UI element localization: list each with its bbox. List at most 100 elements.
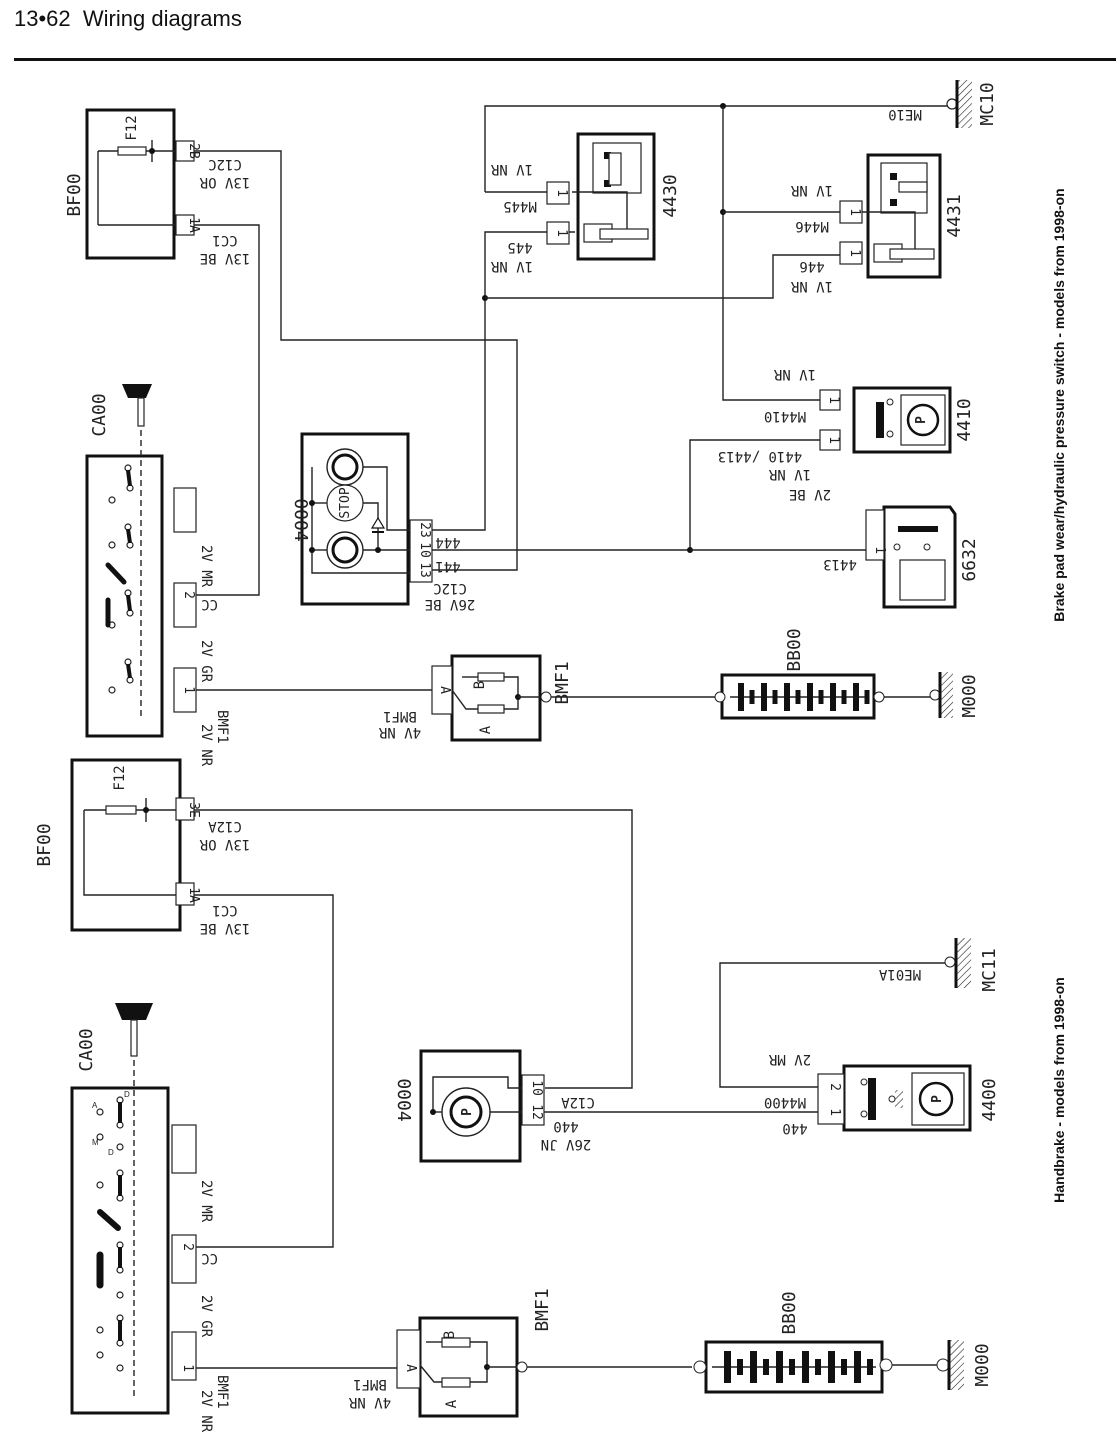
pin-label: 12 (529, 1104, 544, 1120)
battery-plate (789, 1359, 795, 1375)
battery-plate (724, 1351, 731, 1383)
wire-spec: 2V GR (198, 1295, 214, 1338)
wire-label: 444 (435, 534, 460, 550)
component-id: MC10 (977, 82, 998, 125)
component-id: M000 (959, 674, 980, 717)
component-id: BB00 (784, 628, 805, 671)
fuse-label: F12 (124, 115, 140, 140)
battery-plate (818, 690, 824, 704)
ignition-switch-ca00-top: CA00 2 1 2V MR CC 2V GR BMF1 2V NR (85, 384, 230, 767)
pad-wear-sensor-4431: 1 1 1V NR M446 446 1V NR 4431 (790, 153, 965, 294)
battery-plate (761, 683, 767, 711)
wire-label: 441 (435, 558, 460, 574)
wire-spec: 13V BE (200, 920, 251, 936)
maxifuse-bmf1-bottom: A B A BMF1 BMF1 4V NR (348, 1288, 553, 1418)
pin-label: 1 (872, 546, 887, 554)
wire-label: C12C (208, 156, 242, 172)
wire-label: C12A (208, 818, 242, 834)
wire-label: M4400 (764, 1094, 806, 1110)
battery-bb00-bottom: BB00 (693, 1291, 893, 1394)
pin-label: 10 (529, 1080, 544, 1096)
wire-spec: 13V OR (199, 174, 250, 190)
wire-spec: 13V OR (199, 836, 250, 852)
wire-label: 440 (782, 1120, 807, 1136)
wire-spec: 2V NR (198, 1390, 214, 1433)
instrument-panel-0004-bottom: P 10 12 C12A 440 26V JN 0004 (393, 1049, 595, 1163)
svg-text:P: P (930, 1095, 945, 1103)
fuse-label: A (444, 1399, 460, 1408)
wire-label: BMF1 (214, 710, 230, 744)
wire-cc1 (194, 224, 260, 596)
fuse-label: B (472, 681, 488, 689)
pin-label: 1 (847, 249, 862, 257)
pin-label: 1 (180, 1364, 195, 1372)
wire-m4410 (722, 106, 820, 401)
fuse-label: A (478, 725, 494, 734)
wire-444 (432, 231, 575, 531)
wire-446 (485, 254, 845, 299)
wire-spec: 1V NR (490, 161, 533, 177)
earth-m000-top: M000 (929, 672, 980, 718)
battery-plate (763, 1359, 769, 1375)
component-id: MC11 (979, 948, 1000, 991)
wire-spec: 1V NR (790, 182, 833, 198)
wire-spec: 2V NR (198, 724, 214, 767)
parking-brake-icon (918, 1081, 954, 1117)
pin-label: 23 (417, 522, 432, 538)
pin-label: 2 (181, 591, 196, 599)
battery-plate (867, 1359, 873, 1375)
diagram-handbrake: BF00 F12 3E 1A C12A 13V OR CC1 13V BE CA… (34, 758, 1067, 1433)
pin-label: 1 (847, 208, 862, 216)
key-icon (115, 1003, 153, 1057)
page-number: 13•62 (14, 6, 71, 31)
wire-label: ME10 (888, 106, 922, 122)
wire-label: C12A (561, 1094, 595, 1110)
pin-label: 10 (417, 542, 432, 558)
wire-spec: 26V BE (425, 596, 476, 612)
wire-label: 4410 /4413 (718, 448, 802, 464)
wire-label: BMF1 (383, 708, 417, 724)
diagram-caption: Handbrake - models from 1998-on (1051, 977, 1067, 1203)
battery-plate (776, 1351, 783, 1383)
maxifuse-bmf1-top: A B A BMF1 BMF1 4V NR (378, 654, 573, 742)
wire-spec: 1V NR (490, 258, 533, 274)
wire-spec: 1V NR (773, 366, 816, 382)
wire-spec: 4V NR (348, 1394, 391, 1410)
wire-label: 446 (799, 258, 824, 274)
wire-label: 440 (553, 1118, 578, 1134)
component-id: BF00 (34, 823, 55, 866)
battery-plate (853, 683, 859, 711)
wire-label: CC1 (212, 232, 237, 248)
position-label: A (92, 1101, 98, 1110)
wire-spec: 2V BE (789, 486, 831, 502)
battery-cells-icon (738, 683, 870, 711)
ignition-switch-ca00-bottom: CA00 A D M D 2 1 2V MR CC 2V GR (70, 1003, 230, 1433)
ground-icon (957, 938, 971, 988)
connector-pin-2 (173, 582, 197, 628)
wire-spec: 2V MR (198, 545, 214, 588)
page-title: Wiring diagrams (82, 6, 242, 31)
wire-label: C12C (433, 580, 467, 596)
fusebox-bf00-top: BF00 F12 2B 1A C12C 13V OR CC1 13V BE (64, 108, 250, 266)
svg-text:P: P (914, 416, 929, 424)
wire-label: 445 (507, 239, 532, 255)
wire-label: M4410 (764, 408, 806, 424)
pin-label: 1A (186, 887, 201, 903)
component-id: 0004 (290, 498, 311, 541)
battery-plate (737, 1359, 743, 1375)
wire-label: ME01A (878, 966, 921, 982)
pin-label: 2 (180, 1243, 195, 1251)
battery-bb00-top: BB00 (714, 628, 885, 720)
pin-label: 2 (827, 1083, 842, 1091)
pin-label: 1 (554, 189, 569, 197)
battery-plate (854, 1351, 861, 1383)
wire-label: CC (201, 1250, 218, 1266)
diagram-brake-pad-wear: BF00 F12 2B 1A C12C 13V OR CC1 13V BE CA… (64, 80, 1067, 767)
pin-label: 1 (826, 436, 841, 444)
handbrake-switch-4400: P 2 1 2V MR M4400 440 4400 (764, 1051, 1000, 1136)
page-header: 13•62 Wiring diagrams (14, 6, 242, 32)
header-rule (14, 58, 1116, 61)
battery-plate (830, 683, 836, 711)
wire-label: 4413 (823, 556, 857, 572)
battery-plate (738, 683, 744, 711)
